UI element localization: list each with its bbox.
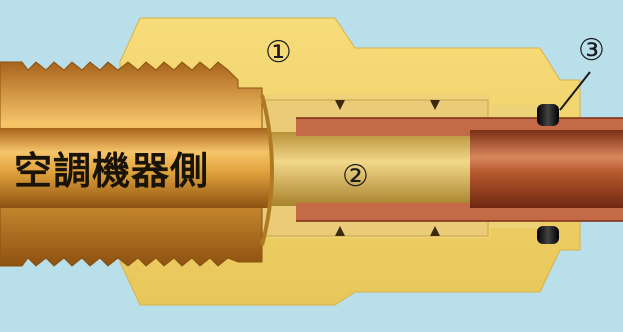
equipment-side-fitting <box>0 61 274 267</box>
seal-ring <box>537 104 559 244</box>
part-number-2: ② <box>342 159 369 194</box>
part-number-3: ③ <box>578 33 605 68</box>
part-number-1: ① <box>265 35 292 70</box>
side-label: 空調機器側 <box>14 149 209 193</box>
seal-ring-leader-line <box>559 71 591 111</box>
